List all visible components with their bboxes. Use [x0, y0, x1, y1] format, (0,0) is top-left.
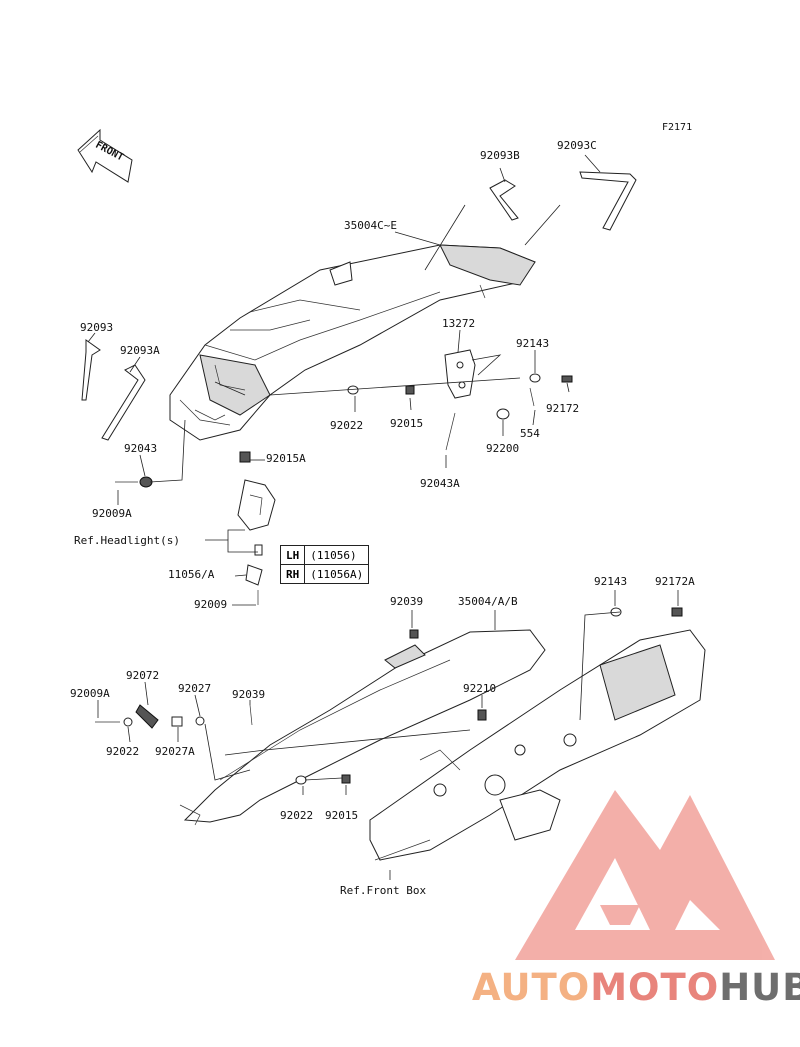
- front-arrow: [77, 128, 133, 183]
- label-92072: 92072: [126, 669, 160, 682]
- watermark-logo: [515, 790, 775, 960]
- label-92022-top: 92022: [330, 419, 364, 432]
- label-92015-top: 92015: [390, 417, 424, 430]
- label-554: 554: [520, 427, 540, 440]
- label-92093: 92093: [80, 321, 114, 334]
- label-92143-bot: 92143: [594, 575, 628, 588]
- table-row: RH (11056A): [279, 564, 370, 584]
- label-92039-bot: 92039: [232, 688, 266, 701]
- headlight-bracket: [237, 479, 276, 605]
- label-92027: 92027: [178, 682, 212, 695]
- trim-92093A: [101, 364, 146, 441]
- label-92043A: 92043A: [420, 477, 460, 490]
- label-92022-left: 92022: [106, 745, 140, 758]
- side-cell: LH: [279, 545, 306, 565]
- part-cell: (11056): [304, 545, 370, 565]
- trim-92093C: [579, 171, 637, 231]
- label-92143-top: 92143: [516, 337, 550, 350]
- label-92200: 92200: [486, 442, 520, 455]
- leader-lines: [87, 154, 679, 880]
- label-ref-headlight: Ref.Headlight(s): [74, 534, 180, 547]
- label-92172-top: 92172: [546, 402, 580, 415]
- label-92027A: 92027A: [155, 745, 195, 758]
- brand-part-hub: HUB: [719, 966, 800, 1009]
- brand-part-auto: AUTO: [472, 966, 591, 1009]
- label-92015-bot: 92015: [325, 809, 359, 822]
- label-92043: 92043: [124, 442, 158, 455]
- label-92093C: 92093C: [557, 139, 597, 152]
- upper-cowl: [169, 244, 536, 441]
- label-92039-top: 92039: [390, 595, 424, 608]
- side-cell: RH: [279, 564, 306, 584]
- label-92015A: 92015A: [266, 452, 306, 465]
- label-92009A-bot: 92009A: [70, 687, 110, 700]
- label-92093B: 92093B: [480, 149, 520, 162]
- label-92093A: 92093A: [120, 344, 160, 357]
- bracket-13272: [444, 349, 476, 399]
- label-92210: 92210: [463, 682, 497, 695]
- label-13272: 13272: [442, 317, 476, 330]
- label-35004C-E: 35004C~E: [344, 219, 397, 232]
- label-ref-front-box: Ref.Front Box: [340, 884, 427, 897]
- diagram-code: F2171: [662, 122, 693, 133]
- label-92172A: 92172A: [655, 575, 695, 588]
- lower-cowl-frame: [179, 629, 706, 861]
- hardware-top: [115, 373, 573, 488]
- label-35004AB: 35004/A/B: [458, 595, 518, 608]
- label-92009: 92009: [194, 598, 228, 611]
- watermark-brand: AUTOMOTOHUB: [472, 966, 800, 1009]
- table-row: LH (11056): [279, 545, 370, 565]
- label-92022-bot: 92022: [280, 809, 314, 822]
- lh-rh-table: LH (11056) RH (11056A): [279, 545, 370, 584]
- brand-part-moto: MOTO: [590, 966, 720, 1009]
- trim-92093B: [489, 179, 519, 221]
- part-cell: (11056A): [304, 564, 370, 584]
- label-11056A: 11056/A: [168, 568, 215, 581]
- label-92009A: 92009A: [92, 507, 132, 520]
- trim-92093: [81, 339, 101, 401]
